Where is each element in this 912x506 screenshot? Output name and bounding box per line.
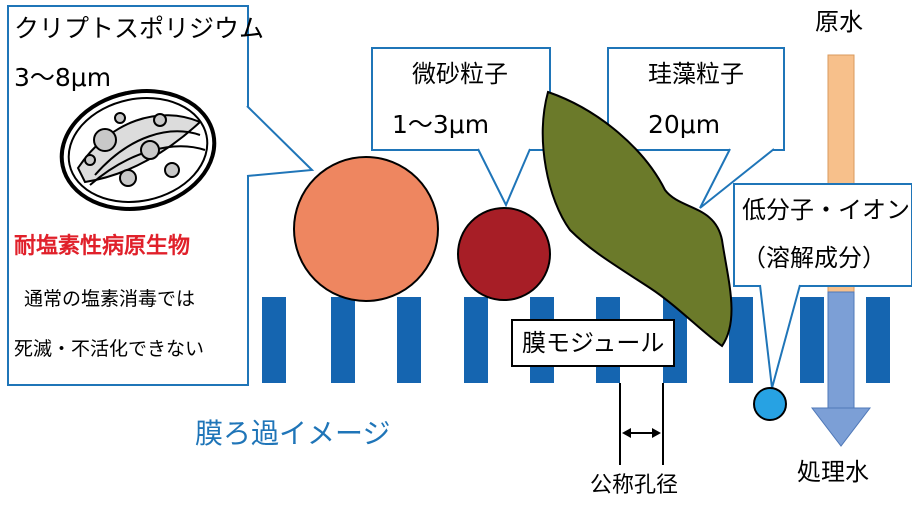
- membrane-bar: [729, 297, 753, 383]
- nominal-pore-label: 公称孔径: [590, 473, 679, 498]
- filtration-image-label: 膜ろ過イメージ: [195, 417, 391, 450]
- treated-water-arrow: [810, 291, 872, 447]
- sand-callout-box: [371, 47, 551, 151]
- membrane-bar: [464, 297, 488, 383]
- crypto-callout-pointer: [247, 106, 312, 176]
- cryptosporidium-illustration: [59, 89, 217, 211]
- diatom-callout-box: [607, 47, 785, 151]
- sand-size-label: 1〜3μm: [392, 110, 490, 139]
- crypto-size-label: 3〜8μm: [14, 63, 112, 92]
- crypto-name-label: クリプトスポリジウム: [14, 14, 265, 43]
- ion-label-line2: （溶解成分）: [742, 244, 886, 272]
- membrane-bar: [866, 297, 890, 383]
- ion-callout-box: [733, 183, 912, 287]
- crypto-note-line1: 通常の塩素消毒では: [24, 288, 196, 310]
- membrane-bar: [800, 297, 824, 383]
- diatom-name-label: 珪藻粒子: [648, 60, 744, 88]
- membrane-module-box: [511, 319, 675, 367]
- diatom-particle: [541, 90, 733, 348]
- diatom-size-label: 20μm: [648, 110, 721, 139]
- cryptosporidium-particle: [293, 156, 439, 302]
- raw-water-label: 原水: [815, 8, 863, 36]
- resistant-pathogen-label: 耐塩素性病原生物: [14, 234, 191, 259]
- sand-name-label: 微砂粒子: [412, 60, 508, 88]
- nominal-pore-dimension: [619, 383, 664, 465]
- sand-particle: [457, 207, 551, 301]
- ion-label-line1: 低分子・イオン: [742, 196, 910, 224]
- membrane-module-label: 膜モジュール: [522, 329, 665, 357]
- sand-callout-pointer: [478, 149, 530, 205]
- crypto-note-line2: 死滅・不活化できない: [14, 338, 205, 360]
- ion-particle: [753, 387, 787, 421]
- membrane-bar: [262, 297, 286, 383]
- treated-water-label: 処理水: [797, 458, 869, 486]
- membrane-bar: [397, 297, 421, 383]
- membrane-bar: [331, 297, 355, 383]
